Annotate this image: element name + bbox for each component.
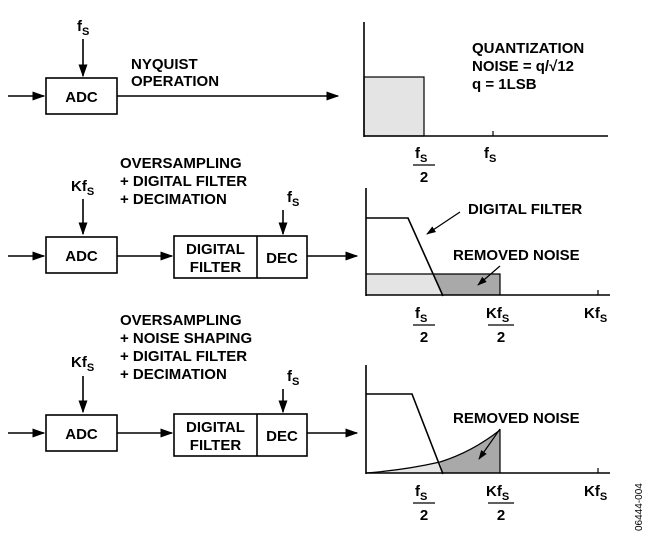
spectrum-label-2: NOISE = q/√12 (472, 58, 574, 75)
removed-noise-label: REMOVED NOISE (453, 410, 580, 427)
tick-label-den: 2 (420, 169, 428, 186)
tick-label-kfs: KfS (584, 483, 607, 503)
operation-label-2: + DIGITAL FILTER (120, 173, 247, 190)
clock-label: KfS (71, 354, 94, 374)
digital-filter-curve (366, 393, 444, 475)
digital-filter-label: DIGITAL FILTER (468, 201, 582, 218)
spectrum-label-3: q = 1LSB (472, 76, 537, 93)
filter-label-1: DIGITAL (186, 419, 245, 436)
removed-noise-label: REMOVED NOISE (453, 247, 580, 264)
filter-label-1: DIGITAL (186, 241, 245, 258)
dec-label: DEC (266, 250, 298, 267)
operation-label-1: OVERSAMPLING (120, 155, 242, 172)
panel-nyquist: fS ADC NYQUIST OPERATION QUANTIZATION NO… (8, 18, 608, 186)
adc-block (45, 414, 118, 452)
tick-label-den: 2 (497, 329, 505, 346)
quantization-noise-region (363, 76, 425, 137)
in-band-shaped-noise (366, 462, 443, 473)
filter-dec-block (173, 235, 308, 279)
operation-label-1: NYQUIST (131, 56, 198, 73)
filter-dec-block (173, 413, 308, 457)
filter-label-2: FILTER (190, 437, 242, 454)
tick-label-fs-half: fS (415, 305, 427, 325)
noise-floor-outline (366, 273, 501, 295)
operation-label-4: + DECIMATION (120, 366, 227, 383)
operation-label-3: + DECIMATION (120, 191, 227, 208)
dec-clock-label: fS (287, 368, 299, 388)
operation-label-2: OPERATION (131, 73, 219, 90)
tick-label-fs-half: fS (415, 145, 427, 165)
shaped-noise-curve (365, 428, 501, 474)
operation-label-2: + NOISE SHAPING (120, 330, 252, 347)
dec-label: DEC (266, 428, 298, 445)
figure-id: 06444-004 (634, 483, 645, 531)
clock-label: fS (77, 18, 89, 38)
tick-label-den: 2 (420, 329, 428, 346)
noise-pointer-arrow (478, 428, 501, 460)
noise-pointer-arrow (477, 265, 501, 286)
operation-label-1: OVERSAMPLING (120, 312, 242, 329)
adc-label: ADC (65, 248, 98, 265)
removed-noise-region (434, 274, 500, 295)
in-band-noise-region (366, 274, 443, 295)
tick-label-kfs-half: KfS (486, 483, 509, 503)
dec-clock-label: fS (287, 189, 299, 209)
panel-noise-shaping: OVERSAMPLING + NOISE SHAPING + DIGITAL F… (8, 312, 610, 524)
adc-label: ADC (65, 426, 98, 443)
clock-label: KfS (71, 178, 94, 198)
operation-label-3: + DIGITAL FILTER (120, 348, 247, 365)
adc-block (45, 236, 118, 274)
tick-label-kfs-half: KfS (486, 305, 509, 325)
filter-label-2: FILTER (190, 259, 242, 276)
tick-label-fs: fS (484, 145, 496, 165)
filter-pointer-arrow (426, 211, 461, 235)
adc-label: ADC (65, 89, 98, 106)
tick-label-fs-half: fS (415, 483, 427, 503)
tick-label-den: 2 (497, 507, 505, 524)
panel-oversampling: OVERSAMPLING + DIGITAL FILTER + DECIMATI… (8, 155, 610, 346)
tick-label-den: 2 (420, 507, 428, 524)
digital-filter-curve (366, 217, 444, 297)
spectrum-label-1: QUANTIZATION (472, 40, 584, 57)
tick-label-kfs: KfS (584, 305, 607, 325)
